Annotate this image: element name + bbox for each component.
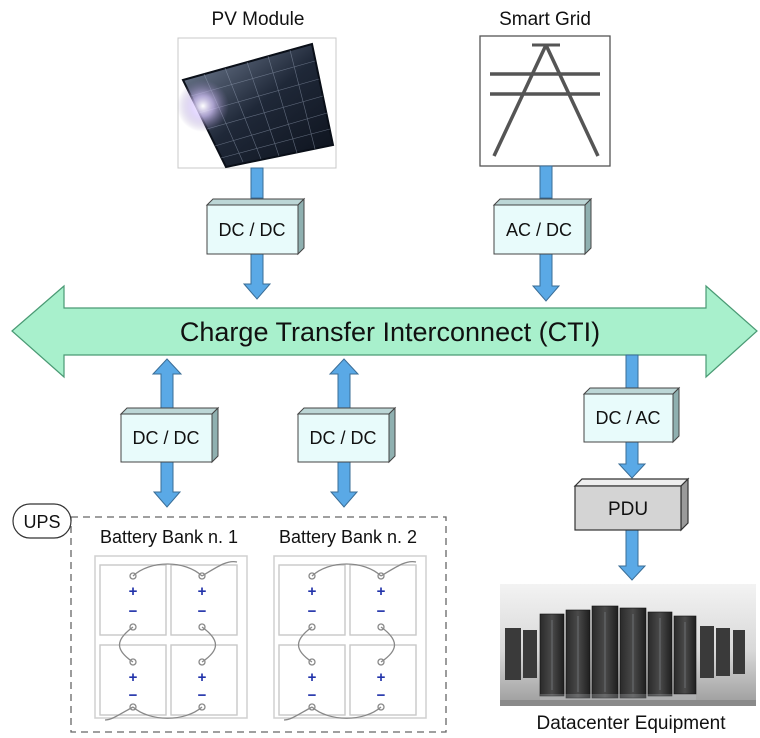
plus-sign: +: [129, 583, 138, 600]
datacenter-image: [500, 584, 756, 706]
cti-bus-label: Charge Transfer Interconnect (CTI): [180, 317, 600, 347]
bank2-bidirectional-arrow: [328, 358, 360, 508]
datacenter-label: Datacenter Equipment: [536, 713, 726, 734]
minus-sign: −: [129, 603, 138, 620]
cti-bus: Charge Transfer Interconnect (CTI): [11, 284, 758, 379]
bank2-converter-box: DC / DC: [296, 406, 397, 464]
plus-sign: +: [129, 669, 138, 686]
pv-panel-image: [177, 37, 337, 169]
grid-to-bus-arrow: [531, 165, 561, 302]
battery-bank-1: + − + − + − + −: [94, 555, 248, 721]
load-arrow: [617, 354, 647, 581]
smart-grid-label: Smart Grid: [499, 9, 591, 30]
grid-converter-box: AC / DC: [492, 197, 593, 256]
plus-sign: +: [308, 583, 317, 600]
pdu-box: PDU: [573, 477, 690, 532]
pdu-label: PDU: [608, 499, 648, 520]
load-converter-box: DC / AC: [582, 386, 681, 444]
battery-bank-2-label: Battery Bank n. 2: [279, 527, 417, 547]
plus-sign: +: [198, 669, 207, 686]
plus-sign: +: [377, 669, 386, 686]
minus-sign: −: [308, 603, 317, 620]
pv-module-label: PV Module: [212, 9, 305, 30]
ups-boundary: [70, 516, 447, 733]
ups-tag: UPS: [12, 503, 72, 539]
bank1-converter-box: DC / DC: [119, 406, 220, 464]
smart-grid-tower-icon: [479, 35, 611, 167]
pv-to-bus-arrow: [242, 167, 272, 300]
load-converter-label: DC / AC: [595, 408, 660, 428]
pv-converter-box: DC / DC: [205, 197, 306, 256]
minus-sign: −: [377, 687, 386, 704]
bank1-converter-label: DC / DC: [133, 428, 200, 448]
ups-label: UPS: [23, 512, 60, 532]
pv-converter-label: DC / DC: [219, 220, 286, 240]
minus-sign: −: [198, 603, 207, 620]
minus-sign: −: [377, 603, 386, 620]
plus-sign: +: [198, 583, 207, 600]
plus-sign: +: [308, 669, 317, 686]
minus-sign: −: [198, 687, 207, 704]
minus-sign: −: [129, 687, 138, 704]
battery-bank-1-label: Battery Bank n. 1: [100, 527, 238, 547]
battery-bank-2: + − + − + − + −: [273, 555, 427, 721]
minus-sign: −: [308, 687, 317, 704]
grid-converter-label: AC / DC: [506, 220, 572, 240]
plus-sign: +: [377, 583, 386, 600]
bank2-converter-label: DC / DC: [310, 428, 377, 448]
